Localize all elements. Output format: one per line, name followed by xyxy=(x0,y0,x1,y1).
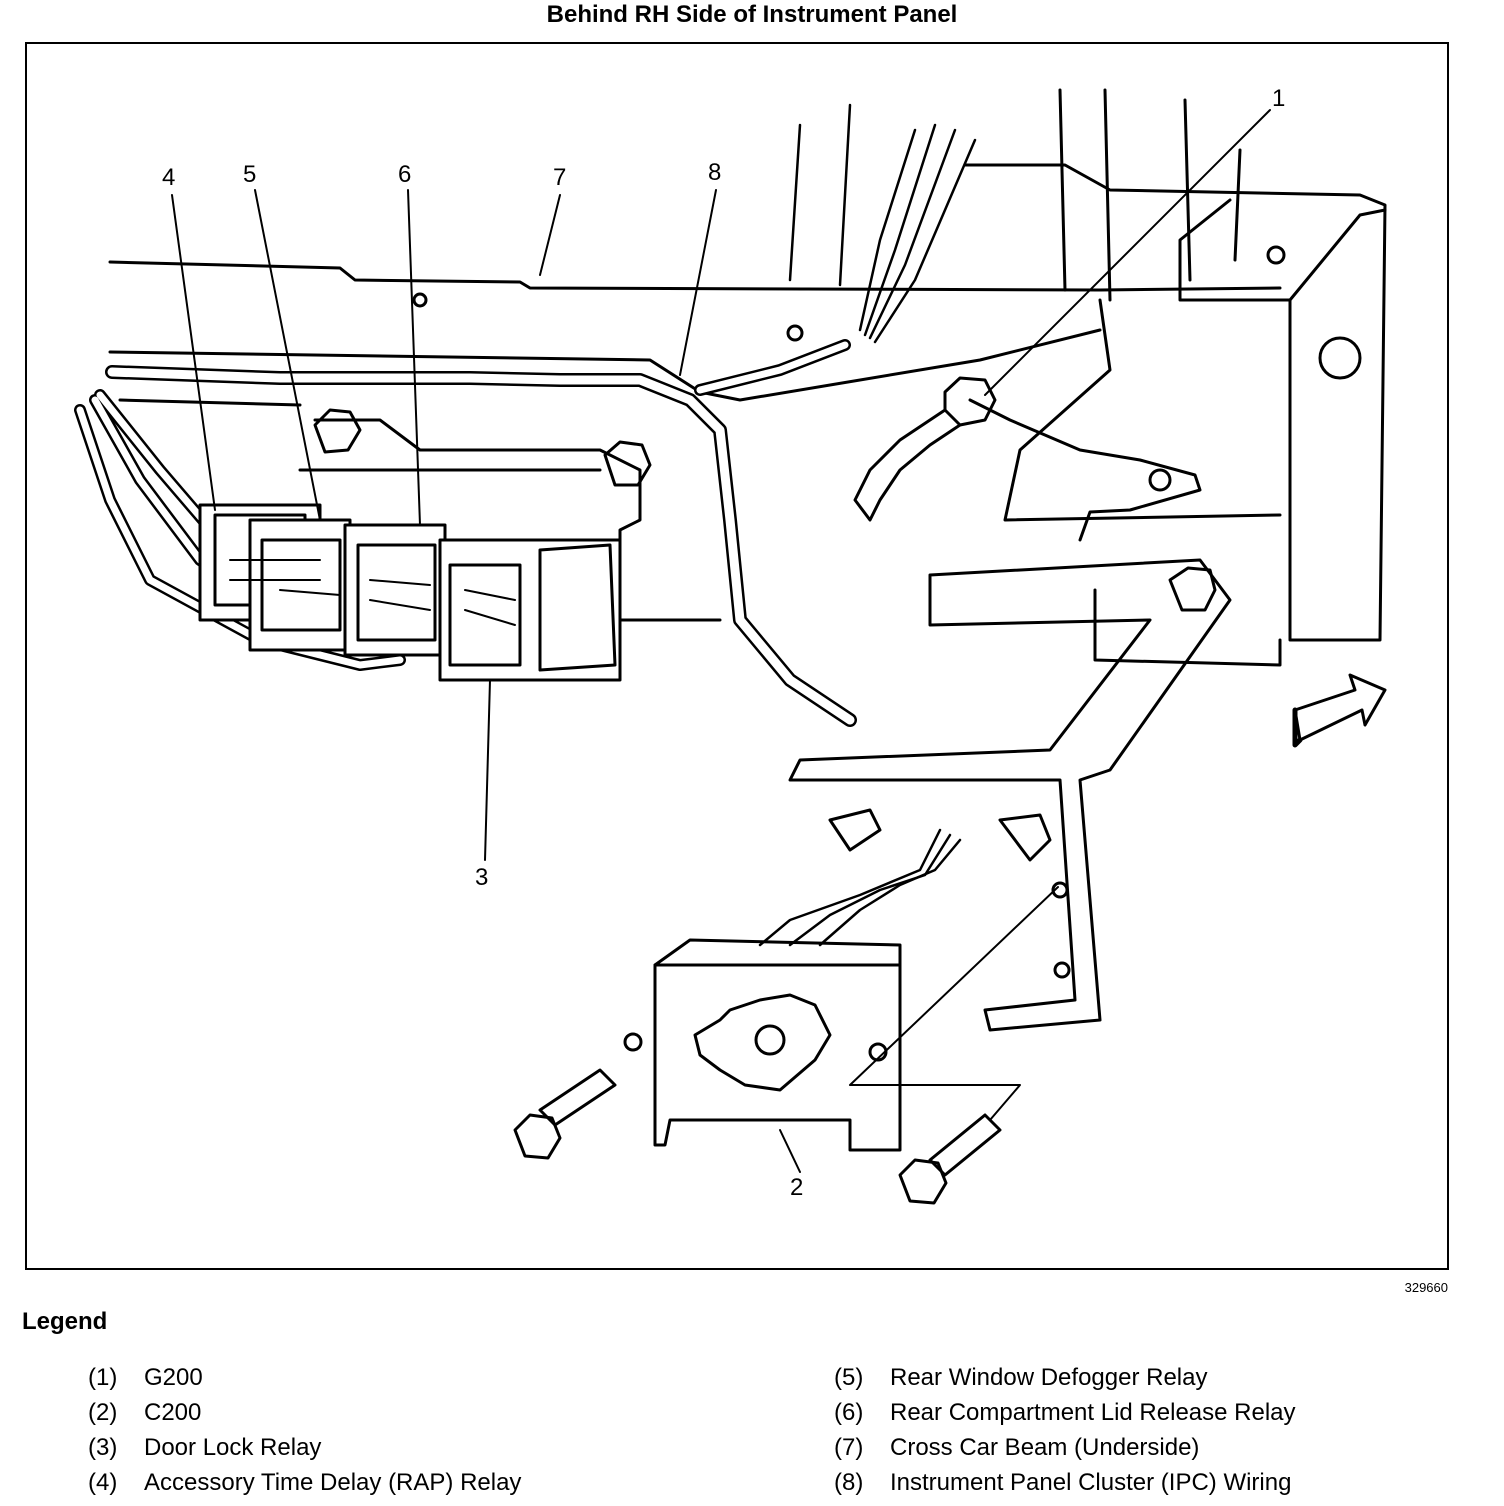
relay-bolt-left xyxy=(313,408,362,454)
callout-6: 6 xyxy=(398,161,411,188)
callout-1: 1 xyxy=(1272,85,1285,112)
c200-screw-left xyxy=(513,1068,617,1160)
legend-item-number: (8) xyxy=(834,1469,864,1496)
legend-item-text: Cross Car Beam (Underside) xyxy=(890,1434,1200,1461)
callout-5: 5 xyxy=(243,161,256,188)
legend-item-number: (2) xyxy=(88,1399,118,1426)
legend-item-number: (3) xyxy=(88,1434,118,1461)
instrument-panel-illustration: 1 2 3 4 5 6 7 8 xyxy=(74,85,1387,1205)
callout-2: 2 xyxy=(790,1174,803,1201)
legend-item-text: C200 xyxy=(144,1399,202,1426)
c200-wires xyxy=(758,828,962,947)
c200-screw-right xyxy=(898,1113,1002,1205)
figure-id: 329660 xyxy=(1404,1280,1448,1295)
legend-item-number: (1) xyxy=(88,1364,118,1391)
callout-3: 3 xyxy=(475,864,488,891)
callout-7: 7 xyxy=(553,164,566,191)
legend-heading: Legend xyxy=(22,1308,108,1335)
right-bracket xyxy=(963,163,1387,642)
legend-item: (5) Rear Window Defogger Relay xyxy=(834,1360,1296,1395)
legend-item-number: (5) xyxy=(834,1364,864,1391)
callout-8: 8 xyxy=(708,159,721,186)
legend-left-column: (1) G200 (2) C200 (3) Door Lock Relay (4… xyxy=(88,1360,521,1500)
diagram-frame xyxy=(25,42,1449,1270)
legend-item-text: G200 xyxy=(144,1364,203,1391)
relay-rear-window-defogger xyxy=(248,518,352,652)
legend-right-column: (5) Rear Window Defogger Relay (6) Rear … xyxy=(834,1360,1296,1500)
g200-ground-bolt xyxy=(853,376,1202,542)
legend-item-text: Accessory Time Delay (RAP) Relay xyxy=(144,1469,522,1496)
cross-car-beam xyxy=(108,260,1282,292)
legend-item: (8) Instrument Panel Cluster (IPC) Wirin… xyxy=(834,1465,1296,1500)
upper-harness xyxy=(788,103,977,344)
c200-connector xyxy=(623,938,902,1152)
lower-bracket xyxy=(788,558,1232,1032)
legend-item-number: (4) xyxy=(88,1469,118,1496)
relay-door-lock xyxy=(438,538,622,682)
legend-item: (6) Rear Compartment Lid Release Relay xyxy=(834,1395,1296,1430)
relay-bolt-right xyxy=(603,440,652,487)
callout-leaders xyxy=(171,109,1271,1173)
legend-item-text: Door Lock Relay xyxy=(144,1434,322,1461)
callout-4: 4 xyxy=(162,164,175,191)
legend-item-text: Rear Window Defogger Relay xyxy=(890,1364,1208,1391)
legend-item-text: Rear Compartment Lid Release Relay xyxy=(890,1399,1296,1426)
relay-rear-compartment-release xyxy=(343,523,447,657)
legend-item: (1) G200 xyxy=(88,1360,521,1395)
legend-item: (2) C200 xyxy=(88,1395,521,1430)
diagram-title: Behind RH Side of Instrument Panel xyxy=(546,1,958,28)
legend-item-text: Instrument Panel Cluster (IPC) Wiring xyxy=(890,1469,1292,1496)
legend-item-number: (6) xyxy=(834,1399,864,1426)
legend-item: (4) Accessory Time Delay (RAP) Relay xyxy=(88,1465,521,1500)
legend-item: (7) Cross Car Beam (Underside) xyxy=(834,1430,1296,1465)
legend-item: (3) Door Lock Relay xyxy=(88,1430,521,1465)
legend-item-number: (7) xyxy=(834,1434,864,1461)
forward-arrow-icon xyxy=(1292,673,1387,748)
